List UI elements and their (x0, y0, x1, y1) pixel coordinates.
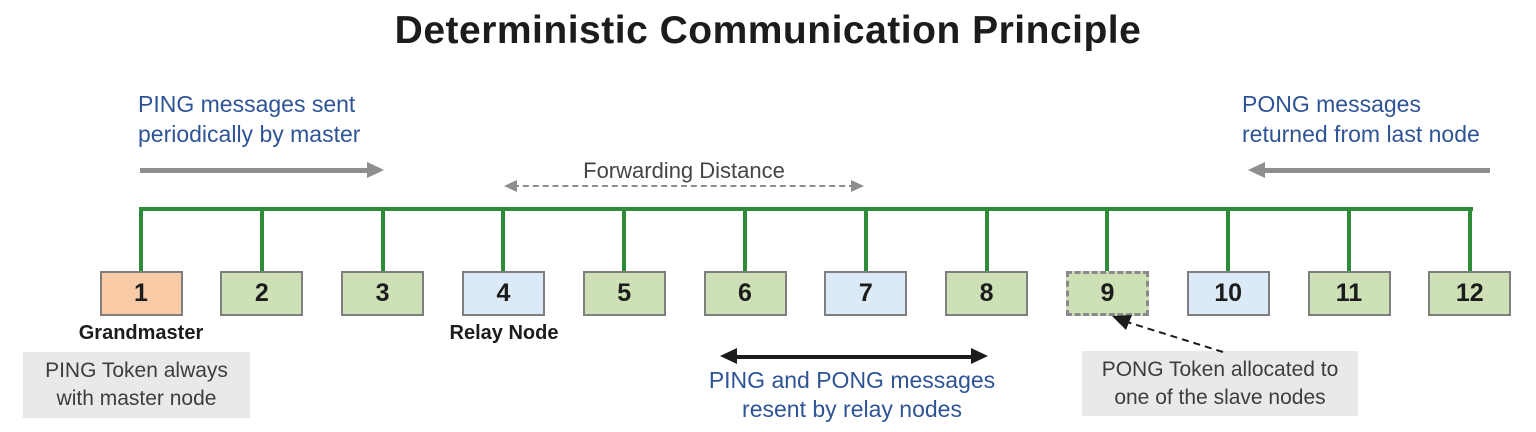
node-box-7: 7 (824, 271, 908, 316)
node-box-9: 9 (1065, 271, 1149, 316)
pong-token-callout: PONG Token allocated to one of the slave… (1082, 351, 1358, 416)
grandmaster-label: Grandmaster (78, 322, 204, 344)
node-1: 1 (99, 207, 183, 316)
node-number: 9 (1100, 279, 1115, 307)
arrow-head-right-icon (851, 180, 864, 192)
ping-token-line2: with master node (56, 387, 217, 410)
arrow-head-left-icon (504, 180, 517, 192)
pong-direction-arrow-icon (1248, 162, 1490, 178)
relay-span-arrow-icon (720, 348, 988, 364)
node-4: 4 (461, 207, 545, 316)
bus-drop-line (984, 207, 989, 271)
arrow-shaft (140, 168, 369, 173)
node-number: 6 (738, 279, 752, 307)
bus-drop-line (1467, 207, 1472, 271)
pong-token-line2: one of the slave nodes (1114, 386, 1326, 409)
forwarding-distance-label: Forwarding Distance (583, 158, 785, 183)
node-8: 8 (945, 207, 1029, 316)
node-3: 3 (341, 207, 425, 316)
ping-sent-line2: periodically by master (138, 121, 361, 147)
dashed-line (513, 185, 855, 187)
ping-sent-line1: PING messages sent (138, 91, 356, 117)
node-12: 12 (1428, 207, 1512, 316)
arrow-shaft (733, 354, 975, 359)
bus-drop-line (1105, 207, 1110, 271)
bus-drop-line (1226, 207, 1231, 271)
node-box-3: 3 (341, 271, 425, 316)
bus-drop-line (380, 207, 385, 271)
pong-token-line1: PONG Token allocated to (1101, 358, 1339, 381)
node-number: 4 (496, 279, 511, 307)
node-box-8: 8 (945, 271, 1029, 316)
node-number: 5 (617, 279, 632, 307)
resent-line2: resent by relay nodes (742, 396, 962, 422)
node-number: 2 (254, 279, 269, 307)
node-number: 10 (1214, 279, 1243, 307)
pong-returned-line2: returned from last node (1242, 121, 1480, 147)
arrow-head-right-icon (367, 162, 384, 178)
pong-returned-annotation: PONG messages returned from last node (1242, 89, 1480, 149)
node-box-11: 11 (1307, 271, 1391, 316)
node-5: 5 (582, 207, 666, 316)
bus-drop-line (259, 207, 264, 271)
bus-drop-line (743, 207, 747, 271)
node-9: 9 (1065, 207, 1149, 316)
node-number: 3 (375, 279, 390, 307)
node-box-1: 1 (99, 271, 183, 316)
node-box-5: 5 (582, 271, 666, 316)
resent-by-relay-annotation: PING and PONG messages resent by relay n… (672, 366, 1032, 424)
ping-sent-annotation: PING messages sent periodically by maste… (138, 89, 360, 149)
node-2: 2 (220, 207, 304, 316)
bus-drop-line (501, 207, 506, 271)
arrow-head-right-icon (971, 348, 988, 364)
node-7: 7 (824, 207, 908, 316)
node-number: 11 (1335, 279, 1363, 307)
node-number: 1 (134, 279, 148, 307)
node-box-10: 10 (1186, 271, 1270, 316)
resent-line1: PING and PONG messages (708, 367, 996, 393)
ping-direction-arrow-icon (140, 162, 384, 178)
page-title: Deterministic Communication Principle (394, 9, 1142, 52)
ping-token-callout: PING Token always with master node (23, 352, 250, 418)
node-number: 8 (979, 279, 994, 307)
arrow-head-left-icon (1248, 162, 1265, 178)
bus-drop-line (139, 207, 143, 271)
node-number: 12 (1455, 279, 1484, 307)
arrow-head-left-icon (720, 348, 737, 364)
node-6: 6 (703, 207, 787, 316)
node-box-2: 2 (220, 271, 304, 316)
forwarding-distance-arrow-icon (504, 180, 864, 194)
bus-drop-line (622, 207, 627, 271)
node-11: 11 (1307, 207, 1391, 316)
relay-node-label: Relay Node (449, 322, 559, 344)
bus-drop-line (1347, 207, 1351, 271)
node-10: 10 (1186, 207, 1270, 316)
node-box-4: 4 (461, 271, 545, 316)
ping-token-line1: PING Token always (45, 359, 228, 382)
node-box-6: 6 (703, 271, 787, 316)
pong-returned-line1: PONG messages (1242, 91, 1421, 117)
node-number: 7 (858, 279, 873, 307)
arrow-shaft (1263, 168, 1490, 173)
bus-drop-line (863, 207, 868, 271)
node-box-12: 12 (1428, 271, 1512, 316)
network-bus-line (139, 207, 1473, 211)
